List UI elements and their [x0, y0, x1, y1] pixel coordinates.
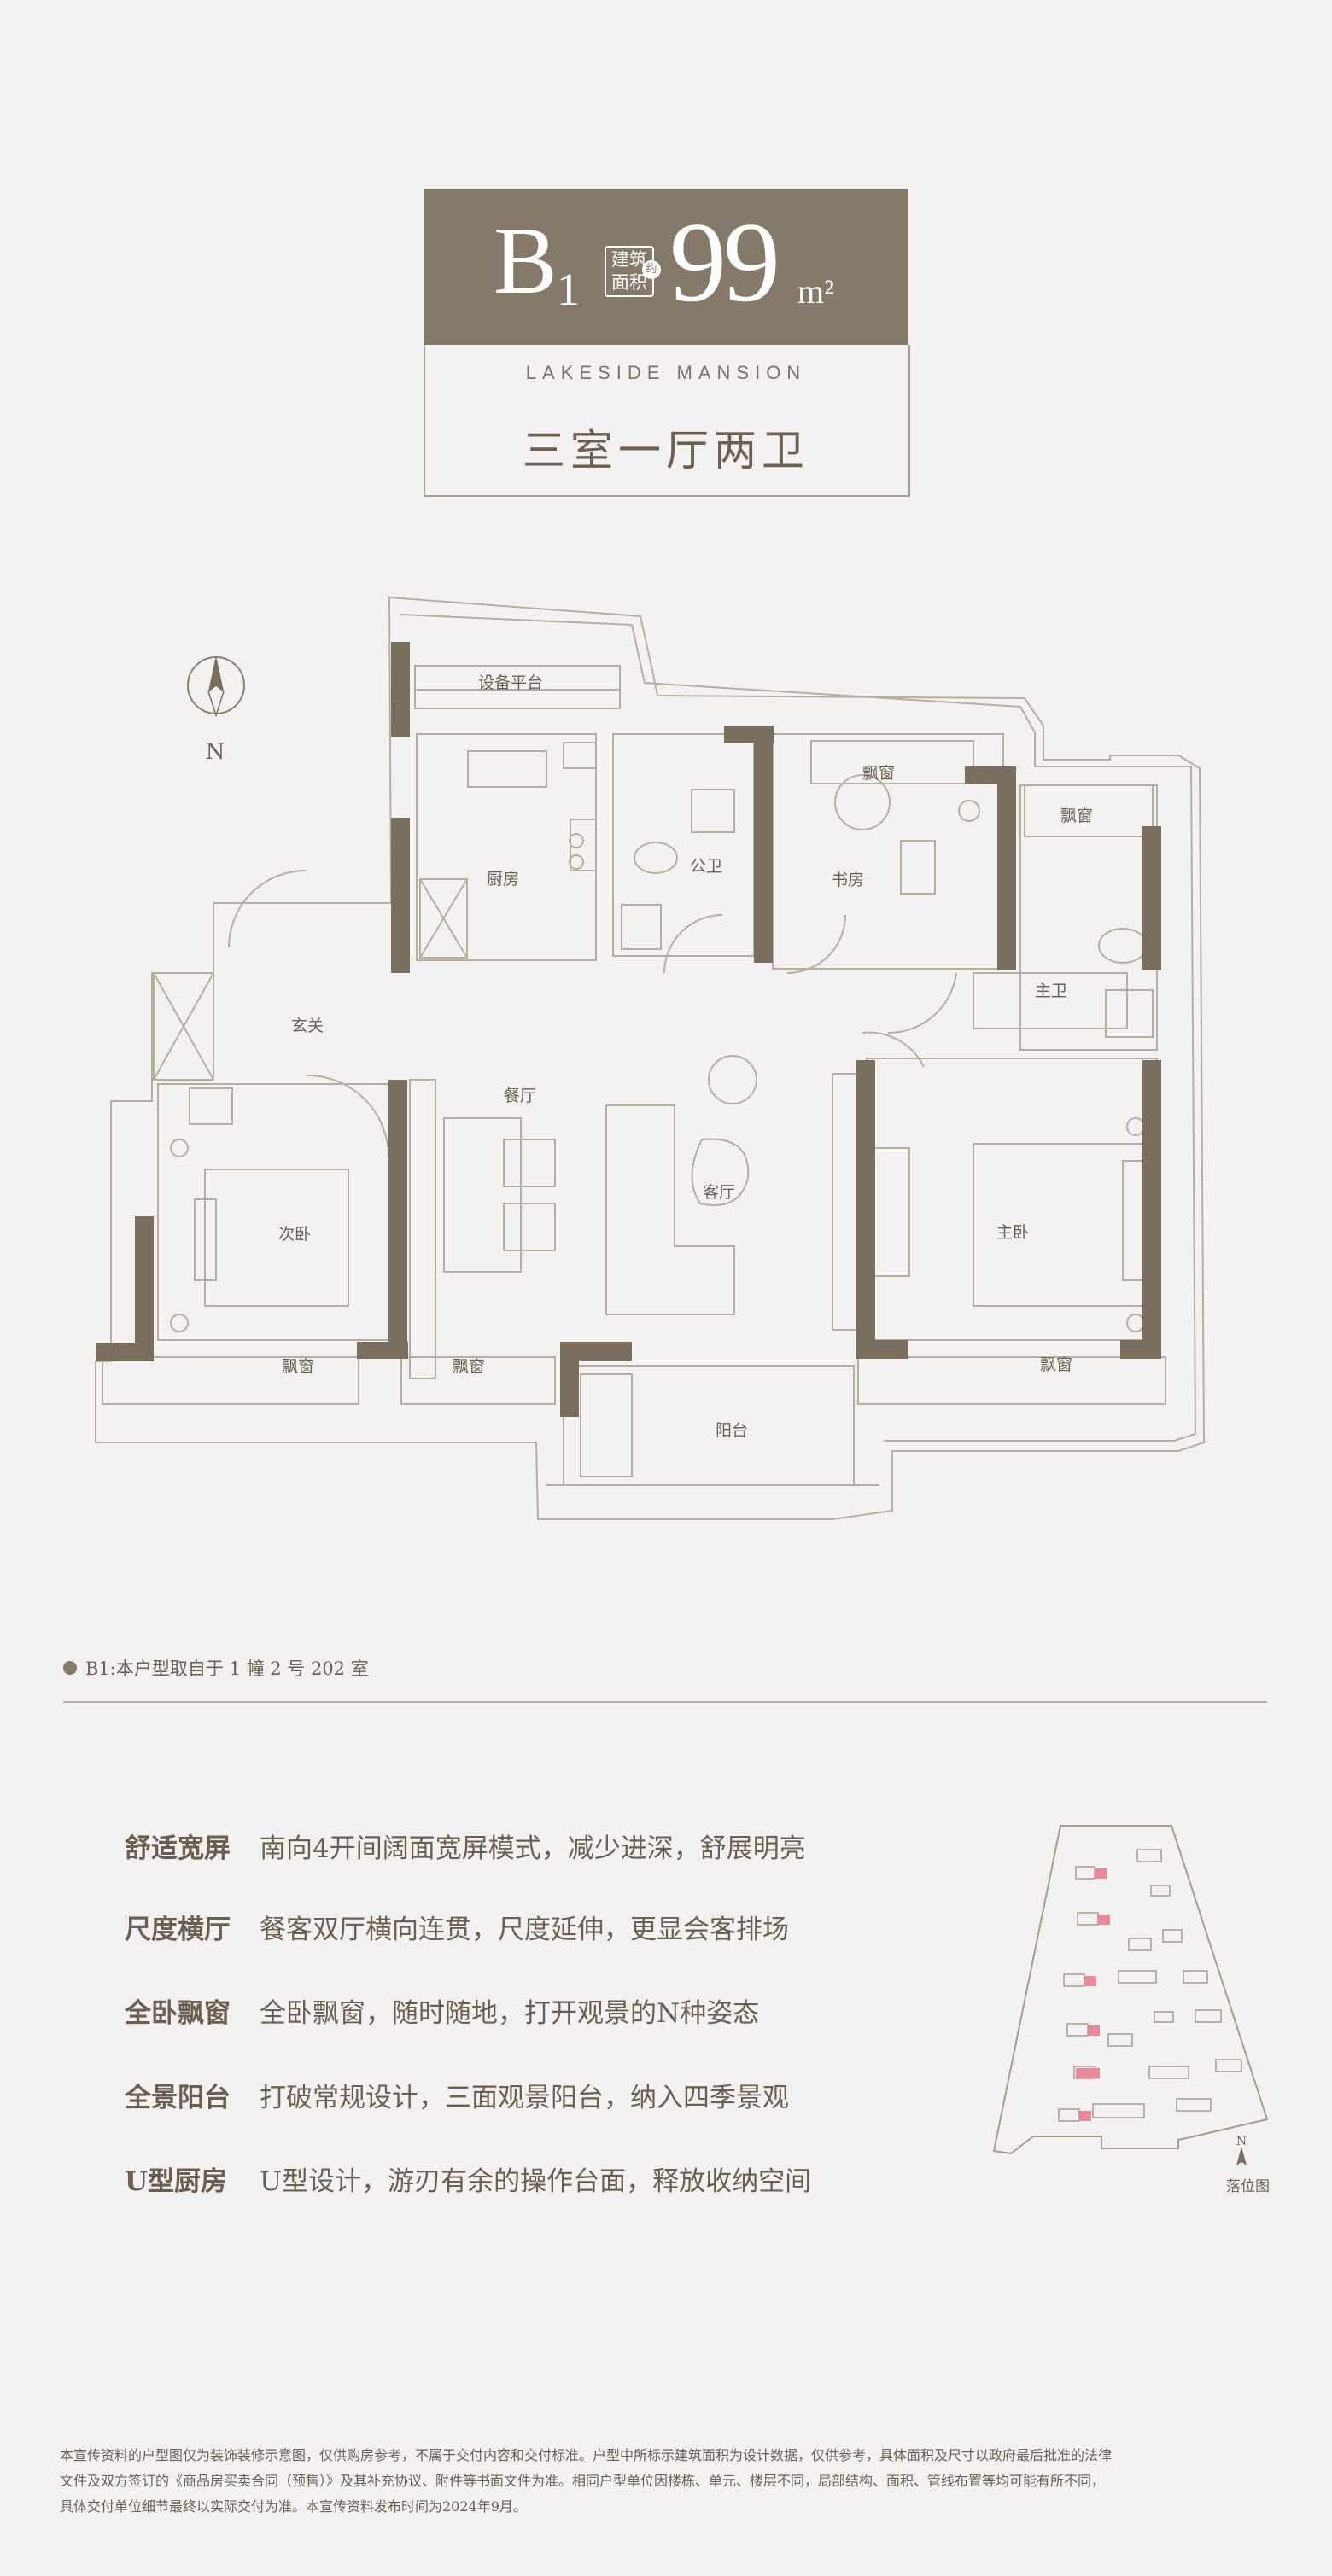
- room-master-bedroom: 主卧: [996, 1223, 1029, 1242]
- north-arrow-icon: [1236, 2147, 1247, 2165]
- disclaimer-line: 文件及双方签订的《商品房买卖合同（预售）》及其补充协议、附件等书面文件为准。相同…: [60, 2473, 1106, 2489]
- room-foyer: 玄关: [291, 1017, 324, 1035]
- room-bay-window-second: 飘窗: [282, 1357, 314, 1376]
- room-second-bedroom: 次卧: [278, 1225, 311, 1244]
- room-study: 书房: [832, 871, 864, 889]
- source-note: B1:本户型取自于 1 幢 2 号 202 室: [85, 1658, 369, 1679]
- feature-desc: 全卧飘窗，随时随地，打开观景的N种姿态: [260, 1998, 760, 2029]
- unit-code-sub: 1: [557, 264, 580, 315]
- room-equipment-platform: 设备平台: [478, 673, 543, 692]
- room-kitchen: 厨房: [487, 870, 519, 889]
- disclaimer: 本宣传资料的户型图仅为装饰装修示意图，仅供购房参考，不属于交付内容和交付标准。户…: [60, 2443, 1272, 2520]
- site-location-map: N 落位图: [992, 1825, 1270, 2195]
- area-unit: m²: [797, 272, 835, 311]
- room-bay-window-study: 飘窗: [862, 764, 895, 783]
- feature-desc: 打破常规设计，三面观景阳台，纳入四季景观: [260, 2083, 789, 2113]
- room-public-bath: 公卫: [690, 857, 722, 876]
- site-map-label: 落位图: [1226, 2178, 1270, 2195]
- header-frame: [424, 345, 910, 497]
- room-bay-window-master: 飘窗: [1040, 1355, 1072, 1374]
- disclaimer-line: 本宣传资料的户型图仅为装饰装修示意图，仅供购房参考，不属于交付内容和交付标准。户…: [60, 2447, 1113, 2463]
- feature-desc: U型设计，游刃有余的操作台面，释放收纳空间: [260, 2166, 812, 2197]
- divider: [63, 1701, 1267, 1703]
- feature-title: 尺度横厅: [125, 1915, 231, 1945]
- room-master-bath: 主卫: [1035, 982, 1067, 1000]
- note-bullet: [63, 1661, 77, 1675]
- compass-label: N: [206, 739, 225, 765]
- area-prefix: 约: [642, 260, 661, 279]
- feature-desc: 餐客双厅横向连贯，尺度延伸，更显会客排场: [260, 1915, 789, 1945]
- room-dining: 餐厅: [504, 1087, 536, 1105]
- unit-code: B: [494, 208, 558, 314]
- room-bay-window-dining: 飘窗: [453, 1357, 485, 1376]
- site-map-compass: N: [1236, 2135, 1247, 2148]
- feature-title: 全卧飘窗: [125, 1998, 231, 2029]
- header-banner: [424, 189, 908, 345]
- feature-title: 全景阳台: [125, 2083, 231, 2113]
- area-value: 99: [669, 199, 780, 325]
- feature-title: 舒适宽屏: [125, 1833, 231, 1864]
- room-bay-window-master-bath: 飘窗: [1060, 807, 1093, 825]
- disclaimer-line: 具体交付单位细节最终以实际交付为准。本宣传资料发布时间为2024年9月。: [60, 2498, 527, 2515]
- compass-icon: [187, 656, 245, 718]
- project-name: LAKESIDE MANSION: [525, 362, 807, 383]
- room-balcony: 阳台: [716, 1421, 748, 1440]
- feature-title: U型厨房: [125, 2166, 228, 2197]
- layout-type: 三室一厅两卫: [523, 426, 809, 475]
- floor-plan: N 设备平台 厨房 公卫 书房 飘窗 飘窗 主卫 玄关 餐厅 客厅 次卧 主卧 …: [95, 596, 1206, 1520]
- area-label: 建筑面积: [605, 246, 654, 297]
- room-living: 客厅: [703, 1183, 735, 1202]
- feature-desc: 南向4开间阔面宽屏模式，减少进深，舒展明亮: [260, 1833, 806, 1864]
